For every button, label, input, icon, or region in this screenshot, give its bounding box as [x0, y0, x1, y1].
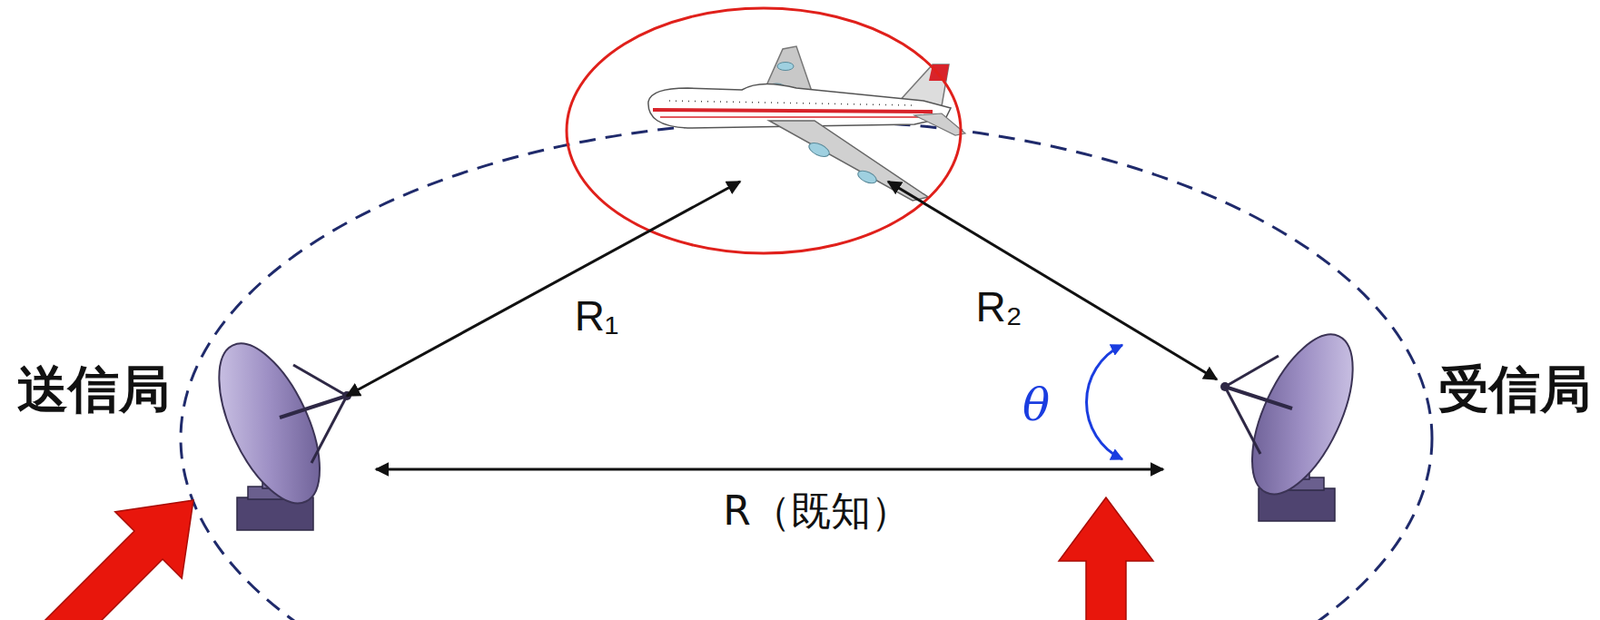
pointer-arrow — [19, 466, 228, 620]
range-line — [346, 181, 741, 396]
station-node: 受信局 — [1163, 342, 1596, 534]
station-label: 送信局 — [14, 360, 173, 419]
coverage-ellipse — [180, 120, 1433, 620]
range-label: R₁ — [572, 292, 623, 341]
transmitter-antenna — [197, 329, 352, 531]
range-line — [888, 181, 1217, 380]
angle-symbol: θ — [1019, 379, 1053, 433]
station-label: 受信局 — [1435, 360, 1594, 419]
baseline-connector — [375, 468, 1164, 472]
station-node: 送信局 — [12, 342, 376, 534]
pointer-arrow — [1058, 497, 1154, 620]
airplane — [648, 46, 966, 201]
angle-arc — [1086, 345, 1123, 460]
edge-label: R（既知） — [720, 488, 914, 535]
receiver-antenna — [1220, 320, 1374, 522]
target-highlight — [566, 8, 961, 254]
range-label: R₂ — [972, 283, 1025, 332]
